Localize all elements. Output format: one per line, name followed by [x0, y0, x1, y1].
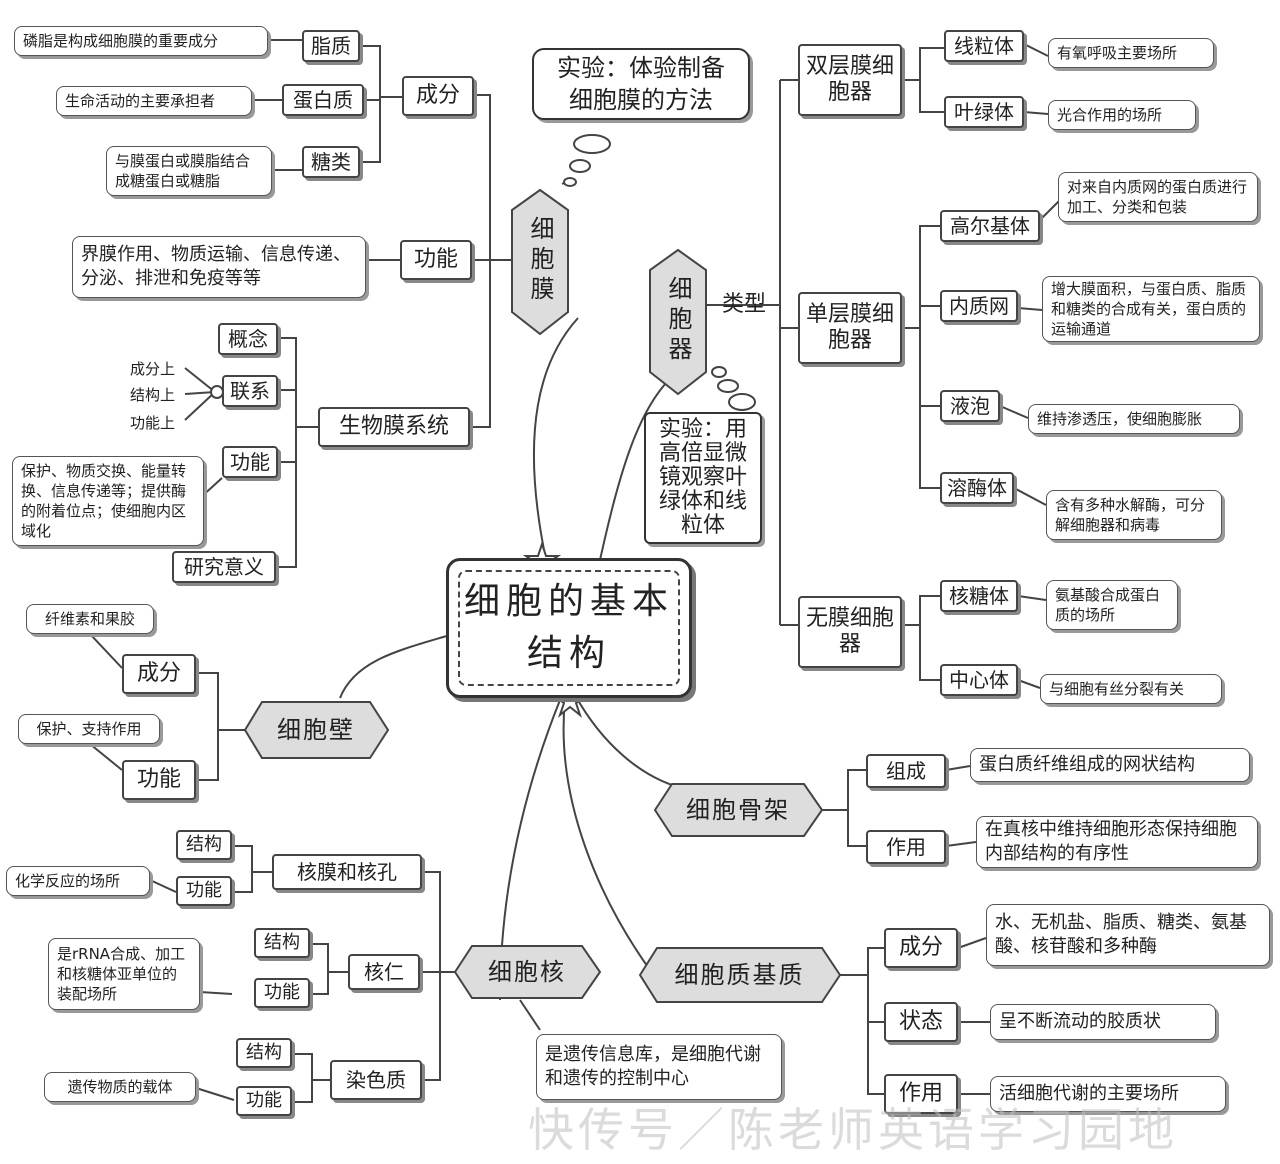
lipid-node: 脂质: [302, 30, 360, 62]
watermark: 快传号／陈老师英语学习园地: [528, 1103, 1178, 1157]
chromatin-function: 功能: [236, 1086, 292, 1116]
chromatin-function-note: 遗传物质的载体: [44, 1072, 196, 1102]
matrix-function-note: 活细胞代谢的主要场所: [990, 1076, 1226, 1112]
center-title: 细胞的基本结构: [458, 570, 680, 686]
ribosome-note: 氨基酸合成蛋白质的场所: [1046, 580, 1178, 630]
nucleolus-function-note: 是rRNA合成、加工和核糖体亚单位的装配场所: [48, 938, 200, 1010]
nucleus-note: 是遗传信息库，是细胞代谢和遗传的控制中心: [536, 1034, 782, 1100]
cell-wall: 细胞壁: [277, 715, 355, 744]
ribosome: 核糖体: [940, 580, 1018, 612]
organelle-type-label: 类型: [721, 291, 766, 317]
hex-shapes: [243, 188, 842, 1003]
membrane-function-note: 界膜作用、物质运输、信息传递、分泌、排泄和免疫等等: [72, 236, 366, 298]
wall-function-note: 保护、支持作用: [18, 714, 160, 744]
organelle-label: 细胞器: [664, 276, 692, 366]
organelle-hex: 细胞器: [650, 266, 706, 376]
wall-composition: 成分: [122, 654, 196, 694]
nucleolus-structure: 结构: [254, 928, 310, 958]
centrosome-note: 与细胞有丝分裂有关: [1040, 674, 1222, 704]
matrix-state: 状态: [884, 1002, 958, 1042]
sugar-node: 糖类: [302, 146, 360, 178]
matrix-function: 作用: [884, 1074, 958, 1114]
membrane-composition: 成分: [402, 76, 474, 116]
biomembrane-function: 功能: [222, 446, 278, 478]
biomembrane-system: 生物膜系统: [318, 407, 470, 447]
relation-composition: 成分上: [130, 360, 176, 378]
chloroplast-note: 光合作用的场所: [1048, 100, 1196, 130]
membrane-hex: 细胞膜: [512, 206, 568, 316]
matrix-composition: 成分: [884, 928, 958, 968]
lysosome: 溶酶体: [940, 472, 1014, 504]
cytoskeleton-composition-note: 蛋白质纤维组成的网状结构: [970, 748, 1250, 782]
nucleolus-function: 功能: [254, 978, 310, 1008]
membrane-experiment-bubble: 实验：体验制备细胞膜的方法: [532, 48, 750, 120]
single-membrane: 单层膜细胞器: [798, 292, 902, 364]
no-membrane: 无膜细胞器: [798, 596, 902, 668]
center-topic: 细胞的基本结构: [446, 558, 692, 698]
vacuole: 液泡: [940, 390, 1000, 422]
cytoskeleton-function-note: 在真核中维持细胞形态保持细胞内部结构的有序性: [976, 816, 1258, 868]
nucleus: 细胞核: [488, 957, 566, 986]
double-membrane: 双层膜细胞器: [798, 44, 902, 116]
cytoplasmic-matrix: 细胞质基质: [674, 960, 805, 989]
lipid-note: 磷脂是构成细胞膜的重要成分: [14, 26, 268, 56]
nuclear-envelope: 核膜和核孔: [272, 854, 422, 890]
centrosome: 中心体: [940, 664, 1018, 696]
organelle-experiment-bubble: 实验：用高倍显微镜观察叶绿体和线粒体: [644, 412, 762, 544]
vacuole-note: 维持渗透压，使细胞膨胀: [1028, 404, 1240, 434]
cytoskeleton-composition: 组成: [866, 754, 946, 788]
mitochondria: 线粒体: [944, 30, 1024, 62]
er-note: 增大膜面积，与蛋白质、脂质和糖类的合成有关，蛋白质的运输通道: [1042, 276, 1260, 342]
membrane-label: 细胞膜: [526, 216, 554, 306]
biomembrane-relation: 联系: [222, 375, 278, 407]
biomembrane-function-note: 保护、物质交换、能量转换、信息传递等；提供酶的附着位点；使细胞内区域化: [12, 456, 204, 546]
biomembrane-concept: 概念: [218, 323, 278, 355]
matrix-state-note: 呈不断流动的胶质状: [990, 1004, 1216, 1040]
lysosome-note: 含有多种水解酶，可分解细胞器和病毒: [1046, 490, 1222, 540]
endoplasmic-reticulum: 内质网: [940, 290, 1018, 322]
envelope-structure: 结构: [176, 830, 232, 860]
golgi-note: 对来自内质网的蛋白质进行加工、分类和包装: [1058, 172, 1258, 222]
wall-function: 功能: [122, 760, 196, 800]
protein-note: 生命活动的主要承担者: [56, 86, 252, 116]
biomembrane-significance: 研究意义: [172, 551, 276, 583]
golgi: 高尔基体: [940, 210, 1040, 242]
protein-node: 蛋白质: [282, 84, 364, 116]
sugar-note: 与膜蛋白或膜脂结合成糖蛋白或糖脂: [106, 146, 272, 196]
relation-function: 功能上: [130, 414, 176, 432]
mitochondria-note: 有氧呼吸主要场所: [1048, 38, 1214, 68]
thought-bubbles: [563, 134, 756, 411]
matrix-composition-note: 水、无机盐、脂质、糖类、氨基酸、核苷酸和多种酶: [986, 904, 1270, 966]
chloroplast: 叶绿体: [944, 96, 1024, 128]
envelope-function: 功能: [176, 876, 232, 906]
relation-structure: 结构上: [130, 386, 176, 404]
cytoskeleton: 细胞骨架: [686, 795, 790, 824]
nucleolus: 核仁: [348, 954, 420, 990]
wall-composition-note: 纤维素和果胶: [26, 604, 154, 634]
chromatin: 染色质: [330, 1060, 422, 1100]
chromatin-structure: 结构: [236, 1038, 292, 1068]
cytoskeleton-function: 作用: [866, 830, 946, 864]
envelope-function-note: 化学反应的场所: [6, 866, 150, 896]
membrane-function: 功能: [400, 240, 472, 280]
